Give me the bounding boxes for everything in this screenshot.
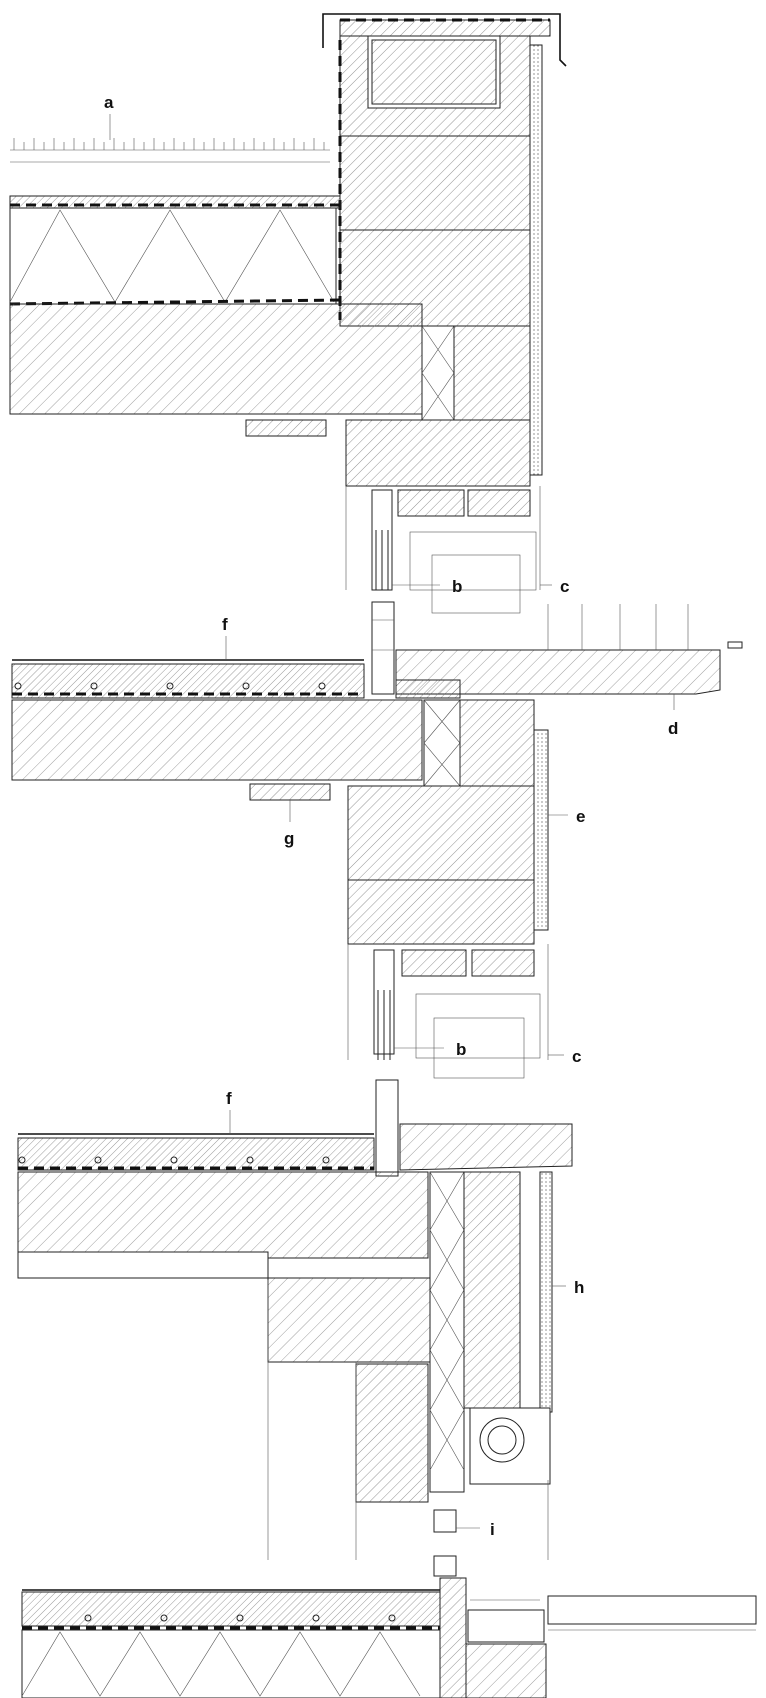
- label-h: h: [574, 1278, 584, 1297]
- label-a-group: a: [104, 93, 114, 140]
- label-b-upper: b: [452, 577, 462, 596]
- label-d: d: [668, 719, 678, 738]
- label-h-group: h: [552, 1278, 584, 1297]
- section-ground: [21, 1555, 757, 1698]
- label-g-group: g: [284, 800, 294, 848]
- label-c-lower: c: [572, 1047, 581, 1066]
- label-b2-group: b: [394, 1040, 466, 1059]
- label-b-lower: b: [456, 1040, 466, 1059]
- label-c-upper: c: [560, 577, 569, 596]
- label-f1-group: f: [222, 615, 228, 660]
- label-e-group: e: [548, 807, 585, 826]
- label-a: a: [104, 93, 114, 112]
- section-roof: [9, 13, 567, 614]
- label-i: i: [490, 1520, 495, 1539]
- heating-pipes-2: [18, 1156, 330, 1164]
- section-blind-box: [17, 1079, 573, 1560]
- label-c1-group: c: [540, 577, 569, 596]
- label-c2-group: c: [548, 1047, 581, 1066]
- label-i-group: i: [456, 1520, 495, 1539]
- label-g: g: [284, 829, 294, 848]
- gravel-layer: [10, 138, 330, 163]
- label-e: e: [576, 807, 585, 826]
- label-d-group: d: [668, 694, 678, 738]
- label-f-upper: f: [222, 615, 228, 634]
- label-f2-group: f: [226, 1089, 232, 1134]
- label-b1-group: b: [392, 577, 462, 596]
- heating-pipes-1: [14, 682, 326, 690]
- heating-pipes-3: [84, 1614, 396, 1622]
- section-balcony: [11, 601, 743, 1079]
- label-f-lower: f: [226, 1089, 232, 1108]
